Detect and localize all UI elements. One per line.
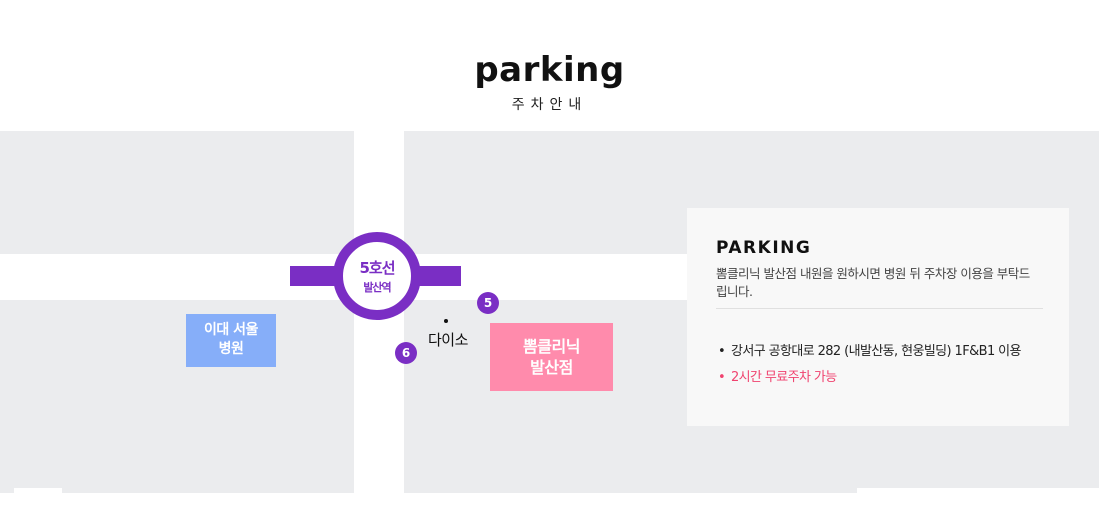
map-block [0, 131, 354, 254]
station-name-label: 발산역 [363, 281, 391, 294]
page-subtitle: 주차안내 [511, 97, 588, 113]
map-block [0, 300, 354, 493]
info-divider [716, 308, 1043, 309]
info-item-free-parking: • 2시간 무료주차 가능 [718, 366, 837, 385]
store-landmark-label: 다이소 [428, 331, 468, 349]
hospital-name-line: 이대 서울 [204, 322, 258, 338]
info-title: PARKING [716, 238, 812, 258]
info-item-text: 2시간 무료주차 가능 [731, 370, 837, 385]
map-edge [857, 488, 1099, 494]
exit-5-marker: 5 [477, 292, 499, 314]
station-line-label: 5호선 [359, 259, 395, 277]
map-edge [14, 488, 62, 494]
clinic-landmark: 뽐클리닉 발산점 [490, 323, 613, 391]
bullet-icon: • [718, 370, 726, 385]
parking-info-panel: PARKING 뽐클리닉 발산점 내원을 원하시면 병원 뒤 주차장 이용을 부… [687, 208, 1069, 426]
subway-station-marker: 5호선 발산역 [333, 232, 421, 320]
info-item-text: 강서구 공항대로 282 (내발산동, 현웅빌딩) 1F&B1 이용 [731, 344, 1021, 359]
info-description: 뽐클리닉 발산점 내원을 원하시면 병원 뒤 주차장 이용을 부탁드립니다. [716, 266, 1030, 299]
page-title: parking [474, 50, 625, 90]
hospital-landmark: 이대 서울 병원 [186, 314, 276, 367]
clinic-name-line: 뽐클리닉 [523, 337, 580, 356]
info-item-address: • 강서구 공항대로 282 (내발산동, 현웅빌딩) 1F&B1 이용 [718, 340, 1021, 359]
exit-6-marker: 6 [395, 342, 417, 364]
bullet-icon: • [718, 344, 726, 359]
clinic-name-line: 발산점 [530, 358, 573, 377]
hospital-name-line: 병원 [218, 341, 244, 357]
store-dot-icon [444, 319, 448, 323]
